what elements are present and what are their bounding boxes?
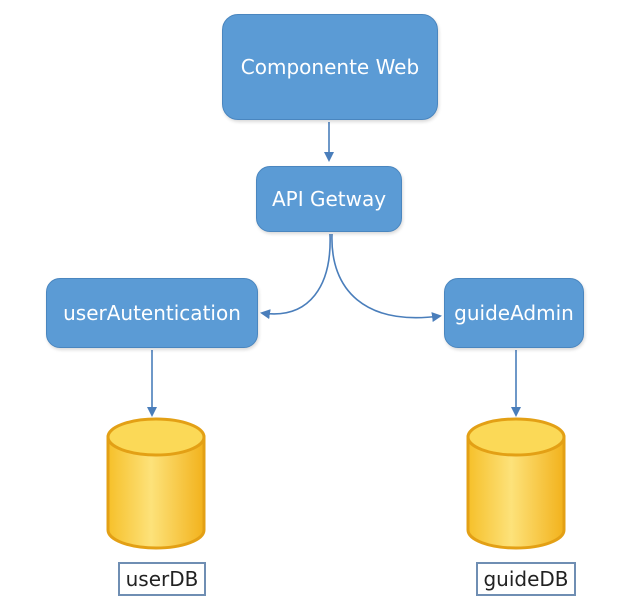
userdb-label: userDB <box>118 562 206 596</box>
guidedb-cylinder-icon <box>466 417 566 550</box>
componente-web-node[interactable]: Componente Web <box>222 14 438 120</box>
guidedb-label: guideDB <box>476 562 576 596</box>
arrow-api-to-guide <box>331 233 442 323</box>
user-authentication-node[interactable]: userAutentication <box>46 278 258 348</box>
api-gateway-node[interactable]: API Getway <box>256 166 402 232</box>
arrow-api-to-auth <box>260 233 331 320</box>
userdb-cylinder-icon <box>106 417 206 550</box>
guide-admin-node[interactable]: guideAdmin <box>444 278 584 348</box>
